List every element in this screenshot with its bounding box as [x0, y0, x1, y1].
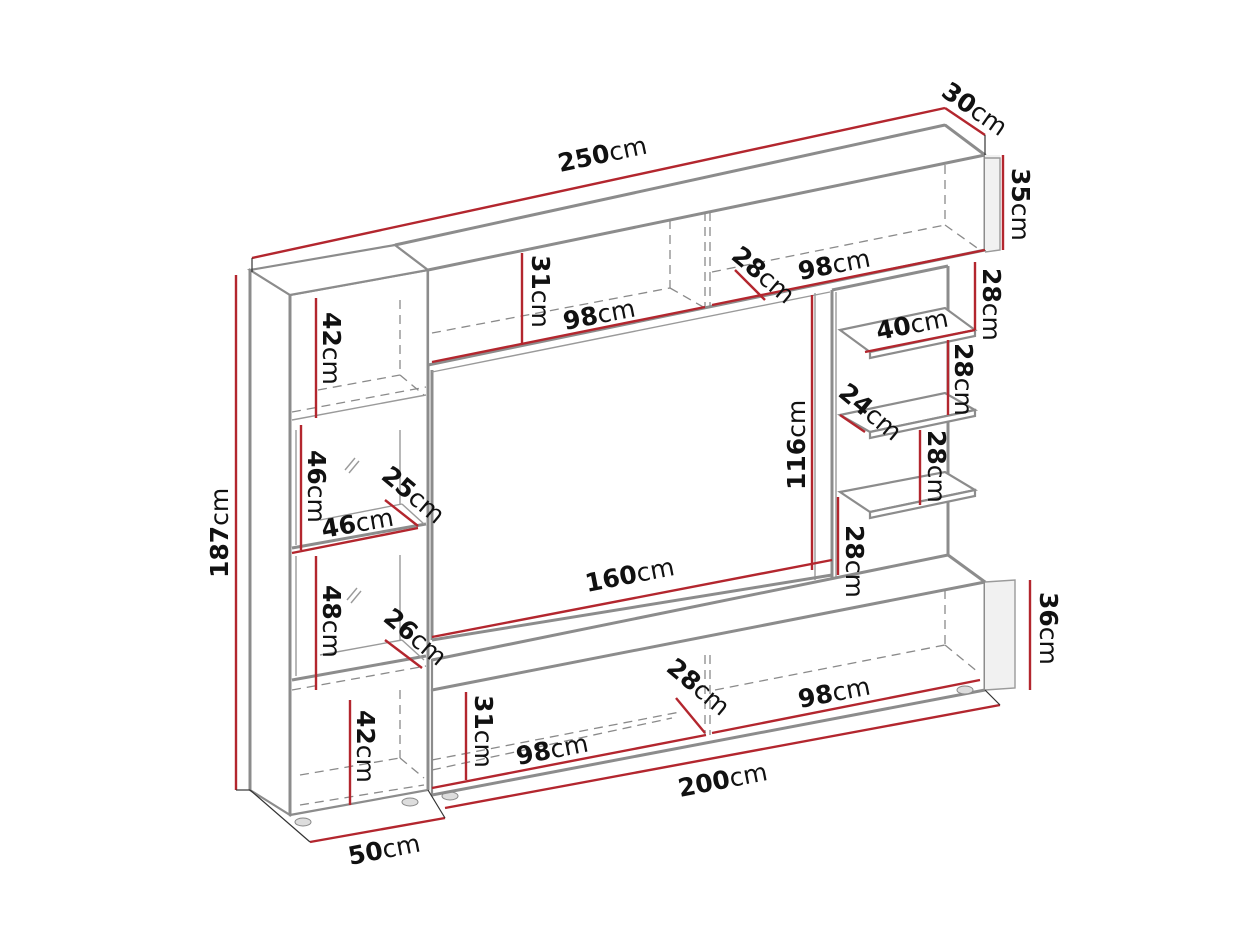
label-overall-width: 250cm: [555, 131, 649, 178]
label-overall-height: 187cm: [205, 488, 234, 578]
label-shelf-spacing-bottom: 28cm: [840, 525, 869, 598]
label-shelf-spacing-3: 28cm: [922, 430, 951, 503]
label-bottom-depth: 50cm: [346, 829, 423, 871]
label-bottom-inner-height: 31cm: [469, 695, 498, 768]
label-bottom-height-right: 36cm: [1034, 592, 1063, 665]
label-top-inner-height: 31cm: [526, 255, 555, 328]
label-glass2-height: 48cm: [317, 585, 346, 658]
label-left-top-height: 42cm: [317, 312, 346, 385]
label-bottom-width: 200cm: [676, 757, 770, 803]
furniture-body: [246, 123, 1016, 827]
label-left-bottom-height: 42cm: [351, 710, 380, 783]
label-tv-width: 160cm: [583, 552, 677, 598]
tv-frame: [430, 290, 834, 642]
label-bottom-left-width: 98cm: [514, 729, 591, 771]
left-tower: [246, 243, 459, 827]
dimension-lines: [234, 106, 1032, 844]
label-top-right-width: 98cm: [796, 244, 873, 286]
label-glass1-height: 46cm: [302, 450, 331, 523]
label-shelf-spacing-2: 28cm: [949, 343, 978, 416]
bottom-cabinet: [430, 553, 1016, 797]
label-shelf-spacing-1: 28cm: [977, 268, 1006, 341]
label-tv-height: 116cm: [782, 400, 811, 490]
label-shelf-width: 40cm: [874, 304, 951, 346]
label-glass1-width: 46cm: [319, 503, 396, 544]
label-bottom-right-width: 98cm: [796, 672, 873, 714]
label-top-left-width: 98cm: [561, 294, 638, 336]
label-top-height-right: 35cm: [1006, 168, 1035, 241]
